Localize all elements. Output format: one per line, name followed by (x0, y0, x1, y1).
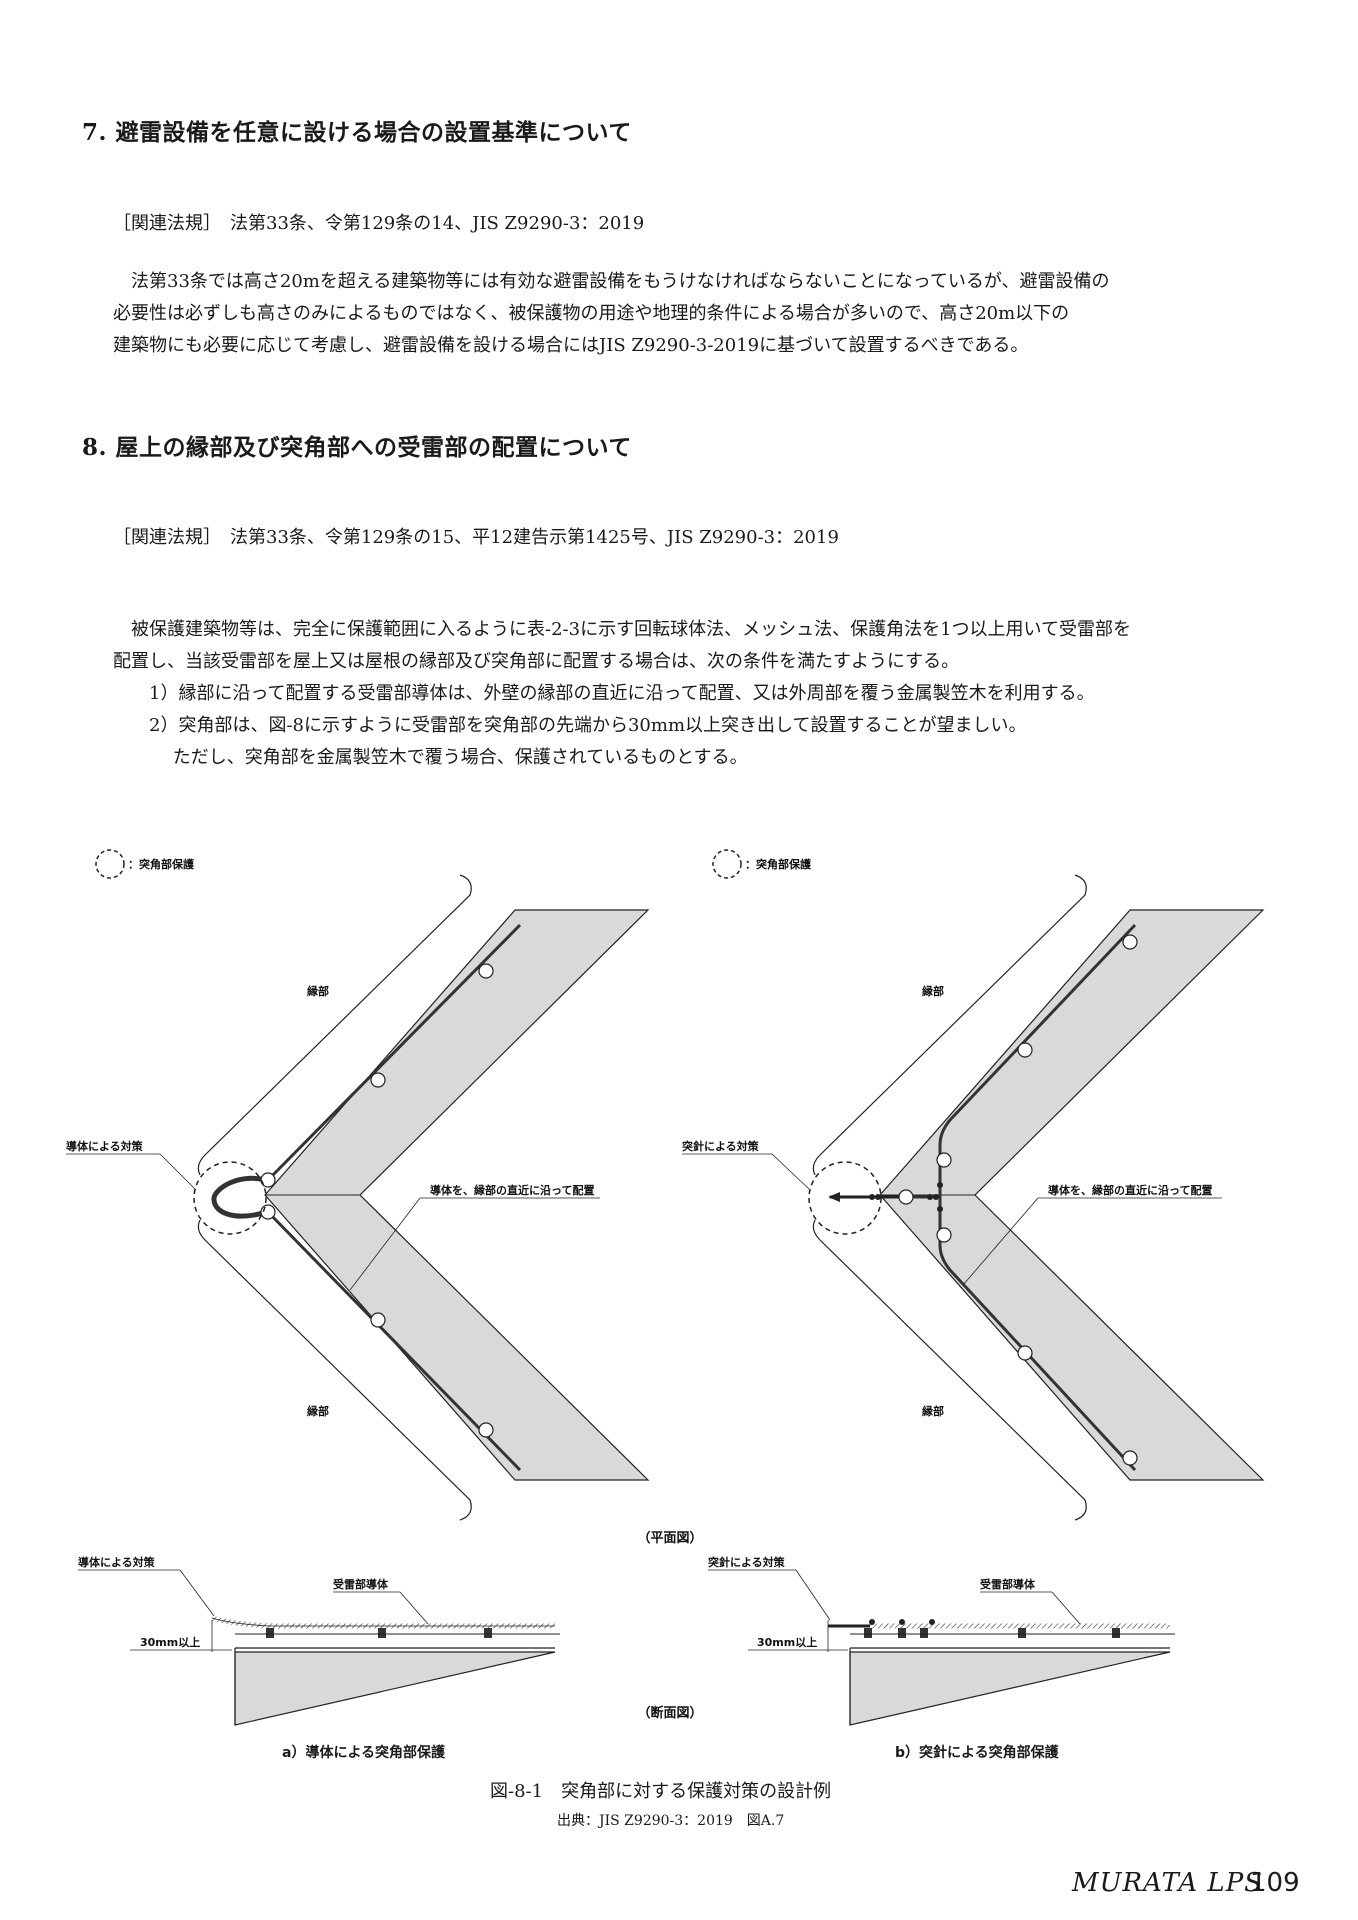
page-number: 109 (1250, 1868, 1300, 1898)
condition-item-1: 1）縁部に沿って配置する受雷部導体は、外壁の縁部の直近に沿って配置、又は外周部を… (149, 683, 1095, 704)
conductor-support-icon (478, 1422, 494, 1438)
edge-brace (197, 874, 472, 1176)
figure-source: 出典：JIS Z9290-3：2019 図A.7 (557, 1813, 785, 1829)
section-7-line: 必要性は必ずしも高さのみによるものではなく、被保護物の用途や地理的条件による場合… (113, 303, 1070, 324)
section-8-related-laws: ［関連法規］ 法第33条、令第129条の15、平12建告示第1425号、JIS … (113, 527, 839, 548)
corner-conductor-loop (211, 1175, 273, 1219)
section-7-heading: 7. 避雷設備を任意に設ける場合の設置基準について (82, 119, 632, 146)
section-7-line: 法第33条では高さ20mを超える建築物等には有効な避雷設備をもうけなければならな… (113, 271, 1110, 292)
plan-view-label: （平面図） (637, 1530, 702, 1546)
sec-receiver-label-b: 受雷部導体 (980, 1577, 1036, 1591)
conductor-support-icon (1017, 1042, 1033, 1058)
edge-label-top-b: 縁部 (922, 984, 944, 998)
edge-label-bottom-b: 縁部 (922, 1404, 944, 1418)
conductor-support-icon (1017, 1345, 1033, 1361)
caption-a: a）導体による突角部保護 (282, 1745, 446, 1761)
footer-brand: MURATA LPS (1072, 1868, 1263, 1898)
along-edge-label-b: 導体を、縁部の直近に沿って配置 (1048, 1183, 1212, 1197)
section-7-body: 法第33条では高さ20mを超える建築物等には有効な避雷設備をもうけなければならな… (113, 266, 1110, 362)
sec-spike-measure-label: 突針による対策 (708, 1555, 786, 1569)
sec-receiver-label-a: 受雷部導体 (333, 1577, 389, 1591)
edge-conductor (266, 923, 522, 1182)
conductor-support-icon (936, 1152, 952, 1168)
edge-brace (812, 1219, 1087, 1521)
edge-brace (812, 874, 1087, 1176)
conductor-support-icon (936, 1227, 952, 1243)
conductor-measure-label: 導体による対策 (66, 1139, 144, 1153)
section-7-related-laws: ［関連法規］ 法第33条、令第129条の14、JIS Z9290-3：2019 (113, 213, 645, 234)
wall-section-shape (234, 1651, 556, 1726)
spike-base-icon (898, 1189, 914, 1205)
condition-item-2-note: ただし、突角部を金属製笠木で覆う場合、保護されているものとする。 (149, 747, 748, 768)
corner-protection-circle (193, 1161, 267, 1235)
legend-dashed-circle-icon (712, 849, 742, 879)
conductor-support-icon (1122, 1450, 1138, 1466)
section-8-heading: 8. 屋上の縁部及び突角部への受雷部の配置について (82, 434, 632, 461)
wall-section-shape (849, 1651, 1171, 1726)
conductor-support-icon (1122, 934, 1138, 950)
plan-view-a: ：突角部保護 縁部 縁部 導体による対策 導体を、縁部の直近に沿って配置 (66, 849, 650, 1521)
conductor-support-icon (370, 1312, 386, 1328)
conductor-support-icon (478, 963, 494, 979)
section-view-b: 突針による対策 受雷部導体 30mm以上 (708, 1555, 1175, 1726)
edge-conductor (938, 923, 1137, 1472)
plan-view-b: ：突角部保護 縁部 縁部 突針による対策 導体を、縁部の直近に沿って配置 (682, 849, 1265, 1521)
legend-dashed-circle-icon (95, 849, 125, 879)
section-view-label: （断面図） (637, 1705, 702, 1721)
corner-protection-circle (808, 1161, 882, 1235)
edge-label-bottom-a: 縁部 (307, 1404, 329, 1418)
edge-conductor (266, 1210, 522, 1472)
sec-30mm-label-b: 30mm以上 (757, 1635, 817, 1649)
section-conductor (211, 1615, 555, 1629)
edge-label-top-a: 縁部 (307, 984, 329, 998)
legend-label-b: ：突角部保護 (745, 857, 812, 871)
section-8-body: 被保護建築物等は、完全に保護範囲に入るように表-2-3に示す回転球体法、メッシュ… (113, 614, 1131, 774)
legend-label-a: ：突角部保護 (128, 857, 195, 871)
conductor-support-icon (370, 1072, 386, 1088)
conductor-support-icon (260, 1172, 276, 1188)
section-7-line: 建築物にも必要に応じて考慮し、避雷設備を設ける場合にはJIS Z9290-3-2… (113, 335, 1029, 356)
section-8-line: 配置し、当該受雷部を屋上又は屋根の縁部及び突角部に配置する場合は、次の条件を満た… (113, 651, 960, 672)
caption-b: b）突針による突角部保護 (895, 1745, 1059, 1761)
protection-design-figure: ：突角部保護 縁部 縁部 導体による対策 導体を、縁部の直近に沿って配置 ：突角… (66, 849, 1265, 1726)
section-view-a: 導体による対策 受雷部導体 30mm以上 (78, 1555, 560, 1726)
conductor-support-icon (260, 1204, 276, 1220)
sec-conductor-measure-label: 導体による対策 (78, 1555, 156, 1569)
along-edge-label-a: 導体を、縁部の直近に沿って配置 (430, 1183, 594, 1197)
section-8-line: 被保護建築物等は、完全に保護範囲に入るように表-2-3に示す回転球体法、メッシュ… (113, 619, 1131, 640)
condition-item-2: 2）突角部は、図-8に示すように受雷部を突角部の先端から30mm以上突き出して設… (149, 715, 1027, 736)
figure-caption: 図-8-1 突角部に対する保護対策の設計例 (490, 1781, 832, 1802)
sec-30mm-label-a: 30mm以上 (140, 1635, 200, 1649)
spike-measure-label: 突針による対策 (682, 1139, 760, 1153)
edge-brace (197, 1219, 472, 1521)
